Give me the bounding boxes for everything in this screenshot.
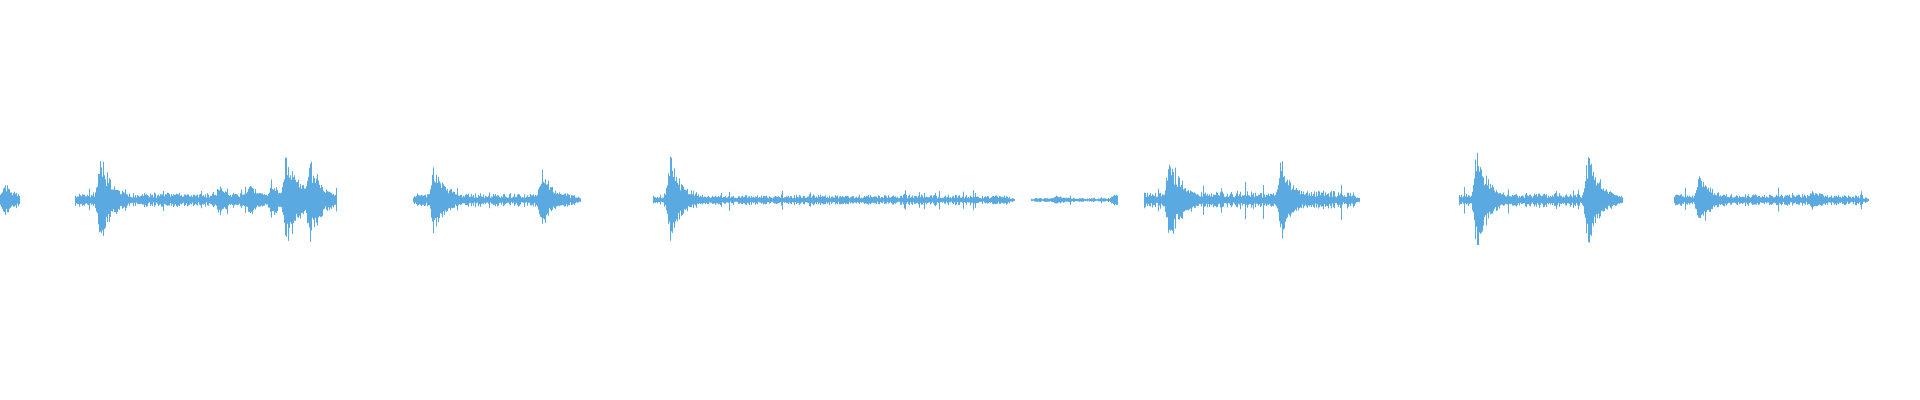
waveform-segment: [413, 167, 581, 234]
waveform-trace: [1674, 176, 1869, 221]
waveform-segment: [75, 157, 337, 242]
waveform-segment: [1144, 161, 1360, 239]
waveform-trace: [1459, 152, 1623, 245]
waveform-segment: [1459, 152, 1623, 245]
waveform-segment: [653, 156, 1015, 241]
waveform-segment: [1031, 194, 1118, 206]
waveform-trace: [653, 156, 1015, 241]
waveform-segment: [0, 185, 20, 215]
waveform-segment: [1674, 176, 1869, 221]
